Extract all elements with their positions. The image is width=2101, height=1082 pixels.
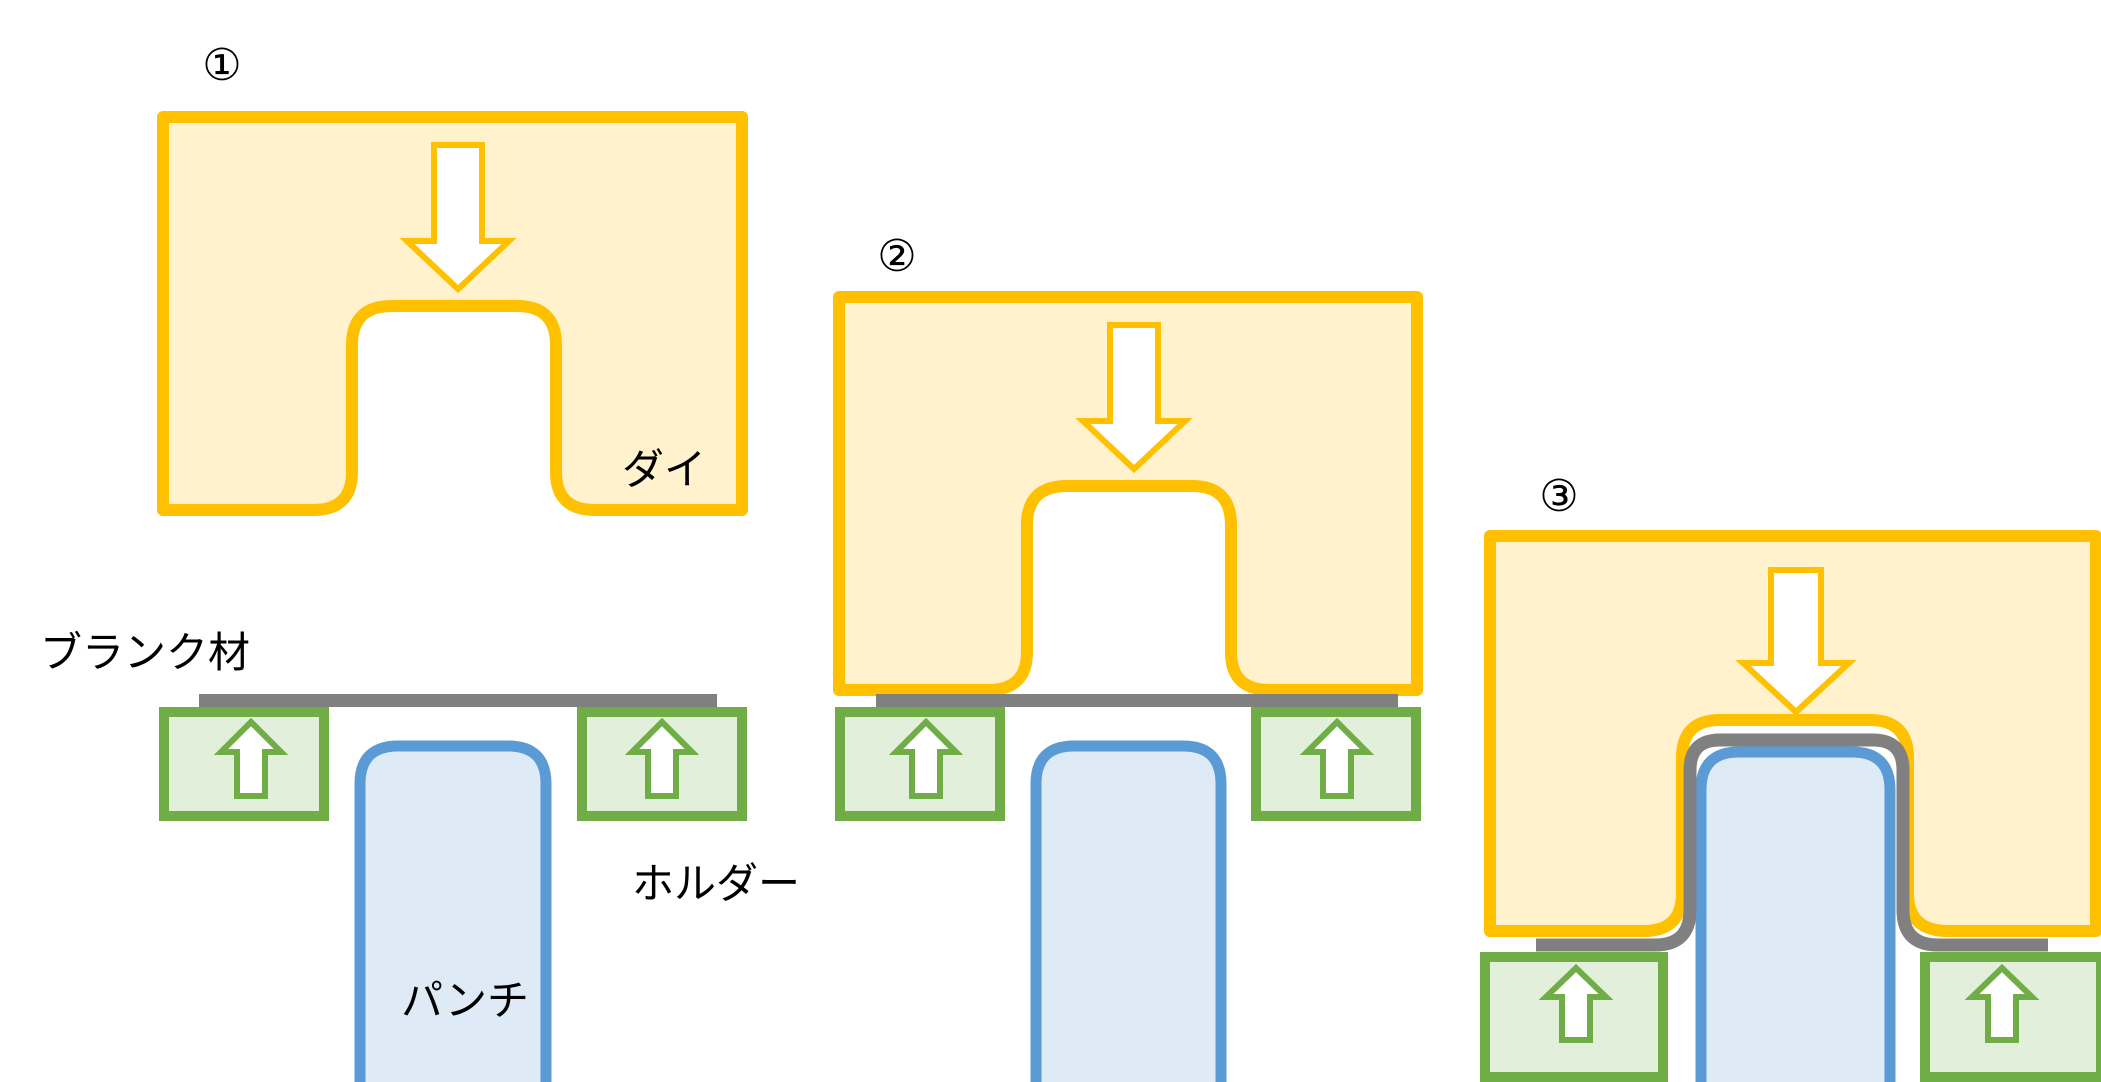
blank-sheet xyxy=(876,694,1398,707)
holder-up-arrow xyxy=(624,717,700,799)
holder-up-arrow xyxy=(1964,963,2040,1043)
press-down-arrow xyxy=(399,142,517,294)
punch-label: パンチ xyxy=(401,976,529,1025)
holder-up-arrow xyxy=(213,717,289,799)
step-2-number: ② xyxy=(877,231,916,282)
die xyxy=(157,111,748,516)
press-down-arrow xyxy=(1075,322,1193,474)
die xyxy=(833,291,1423,696)
holder-label: ホルダー xyxy=(632,859,800,908)
punch xyxy=(354,740,552,1082)
step-1: ① ダイ ブランク材 ホルダー パンチ xyxy=(40,40,800,1082)
step-3: ③ xyxy=(1480,471,2101,1082)
punch xyxy=(1030,740,1227,1082)
step-3-number: ③ xyxy=(1539,471,1578,522)
die xyxy=(1484,530,2101,937)
blank-sheet xyxy=(199,694,717,707)
step-2: ② xyxy=(833,231,1423,1082)
die-label: ダイ xyxy=(622,445,706,494)
punch xyxy=(1695,746,1896,1082)
step-1-number: ① xyxy=(202,40,241,91)
blank-sheet xyxy=(1536,733,2048,952)
holder-up-arrow xyxy=(888,717,964,799)
holder-up-arrow xyxy=(1538,963,1614,1043)
blank-label: ブランク材 xyxy=(40,628,250,677)
holder-up-arrow xyxy=(1299,717,1375,799)
press-down-arrow xyxy=(1735,567,1857,717)
